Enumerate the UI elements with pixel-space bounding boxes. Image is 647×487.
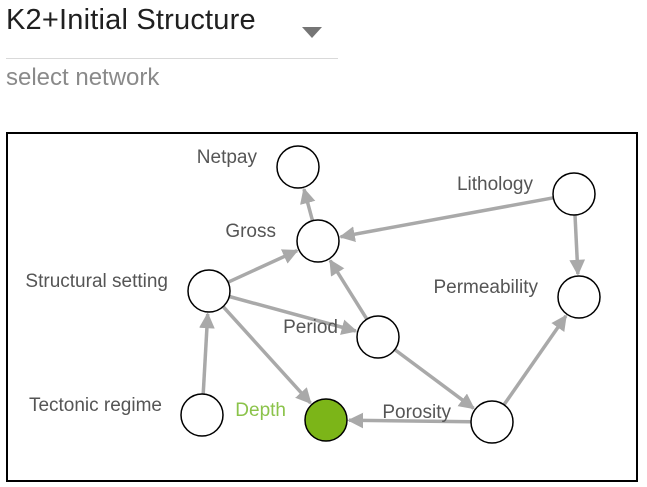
node-circle-permeability[interactable]	[557, 275, 601, 319]
edge-structural-setting-to-period	[228, 294, 358, 335]
node-netpay[interactable]: Netpay	[197, 145, 320, 189]
node-depth[interactable]: Depth	[235, 398, 348, 442]
node-label-tectonic-regime: Tectonic regime	[29, 395, 162, 416]
node-circle-gross[interactable]	[296, 219, 340, 263]
node-permeability[interactable]: Permeability	[433, 275, 601, 319]
network-select-hint: select network	[6, 64, 160, 91]
node-circle-lithology[interactable]	[552, 172, 596, 216]
edge-structural-setting-to-depth	[221, 305, 312, 405]
edge-porosity-to-depth	[347, 412, 472, 429]
node-label-period: Period	[283, 317, 338, 338]
edge-gross-to-netpay	[300, 187, 316, 222]
node-circle-porosity[interactable]	[470, 400, 514, 444]
edge-lithology-to-permeability	[569, 214, 586, 276]
caret-down-icon[interactable]	[302, 27, 322, 38]
node-circle-period[interactable]	[356, 315, 400, 359]
edge-porosity-to-permeability	[502, 314, 568, 406]
node-circle-netpay[interactable]	[276, 145, 320, 189]
edges-layer	[199, 187, 586, 429]
node-tectonic-regime[interactable]: Tectonic regime	[29, 393, 224, 437]
node-gross[interactable]: Gross	[225, 219, 340, 263]
network-select-value: K2+Initial Structure	[6, 4, 256, 36]
edge-period-to-porosity	[393, 348, 475, 410]
node-structural-setting[interactable]: Structural setting	[25, 269, 231, 313]
node-circle-tectonic-regime[interactable]	[180, 393, 224, 437]
edge-lithology-to-gross	[339, 196, 554, 242]
node-label-depth: Depth	[235, 400, 286, 421]
node-period[interactable]: Period	[283, 315, 400, 359]
node-lithology[interactable]: Lithology	[457, 172, 596, 216]
node-label-lithology: Lithology	[457, 174, 534, 195]
node-label-gross: Gross	[225, 221, 276, 242]
node-label-porosity: Porosity	[382, 402, 451, 423]
edge-tectonic-regime-to-structural-setting	[199, 312, 215, 395]
node-circle-structural-setting[interactable]	[187, 269, 231, 313]
edge-structural-setting-to-gross	[227, 249, 299, 284]
node-label-structural-setting: Structural setting	[25, 271, 168, 292]
node-label-netpay: Netpay	[197, 147, 258, 168]
node-porosity[interactable]: Porosity	[382, 400, 514, 444]
network-select[interactable]: K2+Initial Structure	[6, 0, 338, 59]
edge-period-to-gross	[328, 259, 369, 321]
node-label-permeability: Permeability	[433, 277, 538, 298]
node-circle-depth[interactable]	[304, 398, 348, 442]
